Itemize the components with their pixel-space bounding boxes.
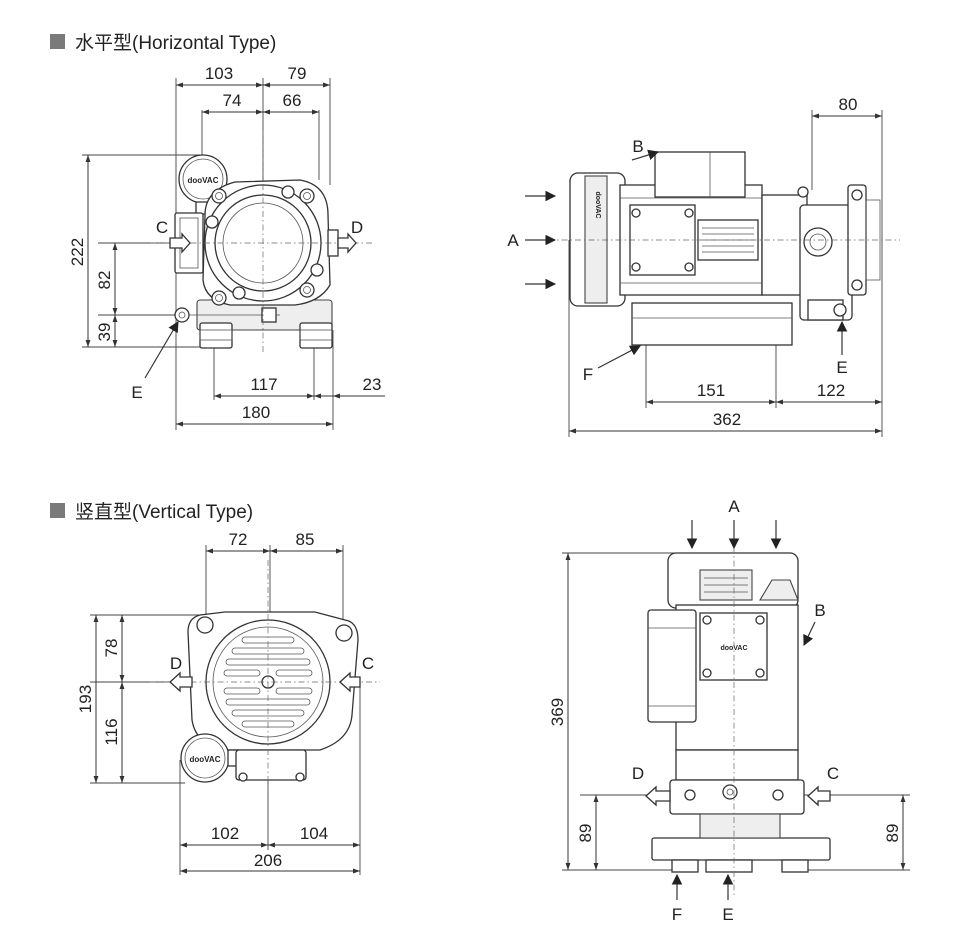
horizontal-front-dims-inner-left-label: 74 [223,91,242,110]
vertical-side-view: 369 89 89 dooVAC [548,497,910,924]
brand-label: dooVAC [594,191,601,218]
vertical-top-view: 72 85 193 78 116 102 104 206 dooVAC [76,530,380,875]
brand-label: dooVAC [188,176,219,185]
horizontal-side-dims-top-right-label: 80 [839,95,858,114]
square-bullet-icon [50,503,65,518]
horizontal-front-dims-height-total-label: 222 [68,238,87,266]
horizontal-front-labels-e-label: E [131,383,142,402]
horizontal-front-dims-inner-right-label: 66 [283,91,302,110]
horizontal-side-labels-b-label: B [632,137,643,156]
horizontal-front-dims-top-left-label: 103 [205,64,233,83]
vertical-side-labels-c-label: C [827,764,839,783]
horizontal-front-labels-d-label: D [351,218,363,237]
horizontal-type-title: 水平型(Horizontal Type) [50,28,276,55]
horizontal-front-dims-height-low-label: 39 [95,323,114,342]
vertical-top-dims-top-left-label: 72 [229,530,248,549]
horizontal-front-dims-base-inner-label: 117 [250,375,277,394]
vertical-side-labels-e-label: E [722,905,733,924]
horizontal-side-labels-f-label: F [583,365,593,384]
vertical-type-title: 竖直型(Vertical Type) [50,497,253,524]
brand-label: dooVAC [720,645,747,652]
vertical-top-dims-base-total-label: 206 [254,851,282,870]
vertical-top-dims-top-right-label: 85 [296,530,315,549]
horizontal-side-labels-e-label: E [836,358,847,377]
horizontal-front-view: 103 79 74 66 222 82 39 117 23 180 dooVAC [68,64,385,430]
horizontal-side-labels-a-label: A [507,231,519,250]
vertical-top-labels-d-label: D [170,654,182,673]
vertical-top-dims-base-right-label: 104 [300,824,328,843]
square-bullet-icon [50,34,65,49]
vertical-top-dims-height-lower-label: 116 [102,718,121,745]
housing-bolts [205,185,324,306]
vertical-side-labels-a-label: A [728,497,740,516]
vertical-type-title-text: 竖直型(Vertical Type) [75,502,254,523]
horizontal-front-dims-top-right-label: 79 [288,64,307,83]
nameplate-lines [704,577,748,593]
horizontal-side-dims-base-right-label: 122 [817,381,845,400]
horizontal-front-dims-base-right-label: 23 [363,375,382,394]
horizontal-front-dims-height-mid-label: 82 [95,271,114,290]
brand-label: dooVAC [190,755,221,764]
vertical-top-labels-c-label: C [362,654,374,673]
vertical-top-dims-height-upper-label: 78 [102,639,121,658]
horizontal-side-view: 80 151 122 362 dooVAC [507,95,900,437]
vertical-top-dims-height-total-label: 193 [76,685,95,713]
vertical-side-labels-d-label: D [632,764,644,783]
vertical-side-dims-left-low-label: 89 [576,824,595,843]
vertical-side-dims-height-total-label: 369 [548,698,567,726]
horizontal-side-dims-base-inner-label: 151 [697,381,725,400]
horizontal-front-dims-base-total-label: 180 [242,403,270,422]
horizontal-side-dims-total-label: 362 [713,410,741,429]
horizontal-front-labels-c-label: C [156,218,168,237]
vertical-side-labels-b-label: B [814,601,825,620]
vertical-side-dims-right-low-label: 89 [883,824,902,843]
vertical-side-labels-f-label: F [672,905,682,924]
vertical-top-dims-base-left-label: 102 [211,824,239,843]
horizontal-type-title-text: 水平型(Horizontal Type) [75,33,277,54]
